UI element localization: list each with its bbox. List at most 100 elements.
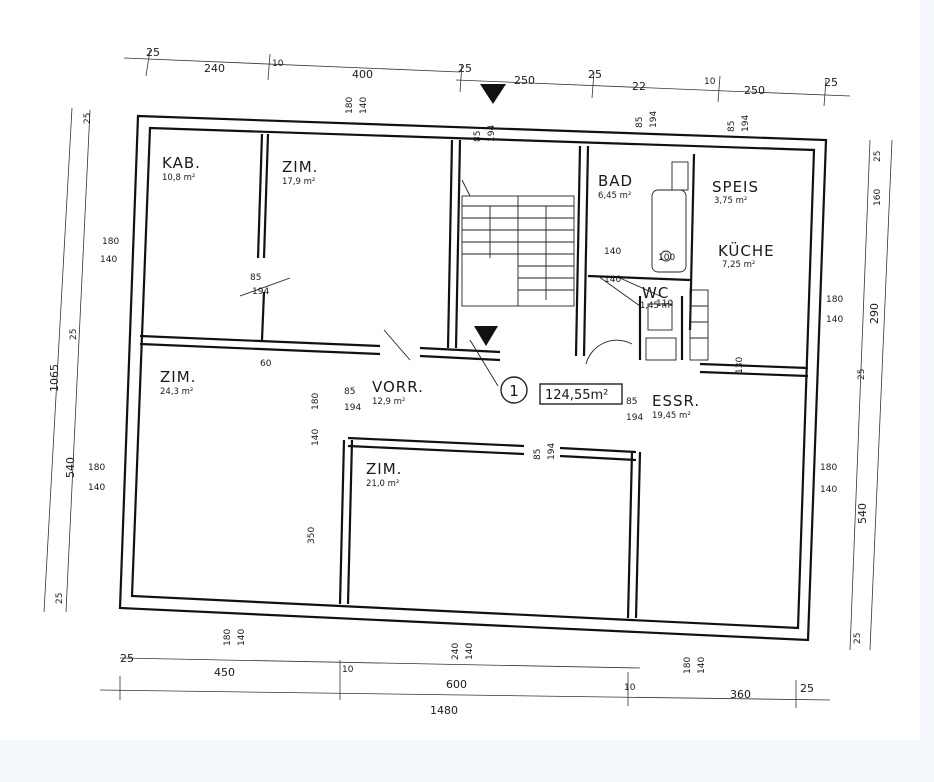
dims-bottom: 25 450 10 600 10 360 25 1480 [120, 652, 814, 717]
bathroom-fixtures [585, 161, 709, 365]
dim-top-5: 250 [514, 74, 535, 87]
dim-right-2: 180 [826, 295, 843, 305]
dim-int-14: 85 [626, 397, 637, 407]
total-area: 124,55m² [545, 388, 608, 403]
dim-top-inner-6: 85 [727, 121, 737, 132]
dim-int-0: 85 [250, 273, 261, 283]
unit-marker: 1 [500, 376, 528, 404]
dim-left-6: 180 [88, 463, 105, 473]
dim-int-6: 85 [533, 449, 543, 460]
dims-top: 25 240 10 400 25 250 25 22 10 250 25 [146, 46, 838, 97]
dim-int-8: 350 [307, 527, 317, 544]
dim-int-7: 194 [547, 443, 557, 460]
dim-bottom-5: 360 [730, 688, 751, 701]
dim-int-13: 110 [656, 299, 673, 309]
dim-left-8: 25 [55, 593, 65, 604]
dim-top-inner-3: 194 [487, 125, 497, 142]
dim-int-2: 85 [344, 387, 355, 397]
dim-right-4: 290 [868, 303, 881, 324]
room-label-kueche: KÜCHE [718, 241, 775, 260]
dim-right-9: 25 [853, 633, 863, 644]
door-swings [239, 277, 661, 387]
dim-int-3: 194 [344, 403, 361, 413]
dim-right-7: 140 [820, 485, 837, 495]
dim-int-10: 140 [604, 247, 621, 257]
dim-bottom-inner-0: 180 [223, 629, 233, 646]
dim-left-7: 140 [88, 483, 105, 493]
dim-left-0: 25 [83, 113, 93, 124]
outer-walls [118, 114, 828, 642]
room-label-zim-3: ZIM. [366, 460, 402, 478]
dim-top-4: 25 [458, 62, 472, 75]
dim-top-inner-4: 85 [635, 117, 645, 128]
dim-top-inner-0: 180 [345, 97, 355, 114]
dim-bottom-inner-5: 140 [697, 657, 707, 674]
dim-bottom-6: 25 [800, 682, 814, 695]
dim-top-0: 25 [146, 46, 160, 59]
dim-left-4: 25 [69, 329, 79, 340]
dimension-lines [43, 49, 893, 708]
room-area-vorr: 12,9 m² [372, 397, 405, 407]
floor-plan-drawing: KAB. 10,8 m² ZIM. 17,9 m² BAD 6,45 m² SP… [43, 46, 893, 717]
dim-top-2: 10 [272, 59, 284, 69]
room-label-bad: BAD [598, 172, 633, 190]
room-area-speis: 3,75 m² [714, 196, 747, 206]
room-area-wc: 1,45 m² [640, 301, 673, 311]
room-label-essr: ESSR. [652, 392, 700, 410]
plan-sheet: KAB. 10,8 m² ZIM. 17,9 m² BAD 6,45 m² SP… [0, 0, 920, 740]
dims-left: 25 1065 180 140 25 540 180 140 25 [48, 113, 119, 604]
dim-right-0: 25 [873, 151, 883, 162]
dim-int-1: 194 [252, 287, 269, 297]
dim-bottom-3: 600 [446, 678, 467, 691]
dim-bottom-inner-4: 180 [683, 657, 693, 674]
dim-right-8: 540 [856, 503, 869, 524]
dim-top-6: 25 [588, 68, 602, 81]
room-area-zim-2: 24,3 m² [160, 387, 193, 397]
room-area-bad: 6,45 m² [598, 191, 631, 201]
dims-bottom-inner: 180 140 240 140 180 140 [223, 629, 707, 674]
dim-int-4: 180 [311, 393, 321, 410]
dim-int-12: 140 [604, 275, 621, 285]
dim-right-5: 25 [857, 369, 867, 380]
dim-bottom-inner-2: 240 [451, 643, 461, 660]
dim-left-1: 1065 [48, 364, 61, 392]
level-markers [474, 84, 506, 346]
room-area-zim-3: 21,0 m² [366, 479, 399, 489]
room-label-zim-1: ZIM. [282, 158, 318, 176]
dims-top-inner: 180 140 85 194 85 194 85 194 [345, 97, 751, 142]
dim-bottom-0: 25 [120, 652, 134, 665]
dim-bottom-2: 10 [342, 665, 354, 675]
room-label-zim-2: ZIM. [160, 368, 196, 386]
room-area-essr: 19,45 m² [652, 411, 691, 421]
dim-right-6: 180 [820, 463, 837, 473]
dim-top-inner-5: 194 [649, 111, 659, 128]
dim-bottom-1: 450 [214, 666, 235, 679]
dim-top-9: 250 [744, 84, 765, 97]
dim-right-1: 160 [873, 189, 883, 206]
dim-top-8: 10 [704, 77, 716, 87]
total-area-box: 124,55m² [539, 383, 623, 405]
staircase [461, 179, 575, 307]
dim-bottom-inner-3: 140 [465, 643, 475, 660]
room-label-kab: KAB. [162, 154, 201, 172]
room-label-vorr: VORR. [372, 378, 424, 396]
dim-top-inner-1: 140 [359, 97, 369, 114]
dim-right-3: 140 [826, 315, 843, 325]
dim-top-3: 400 [352, 68, 373, 81]
dim-int-15: 194 [626, 413, 643, 423]
dim-bottom-inner-1: 140 [237, 629, 247, 646]
room-area-kab: 10,8 m² [162, 173, 195, 183]
room-area-zim-1: 17,9 m² [282, 177, 315, 187]
dim-top-inner-2: 85 [473, 131, 483, 142]
dims-interior: 85 194 85 194 180 140 85 194 350 60 140 … [250, 247, 745, 544]
dim-bottom-4: 10 [624, 683, 636, 693]
dim-left-3: 140 [100, 255, 117, 265]
dim-top-10: 25 [824, 76, 838, 89]
dim-int-11: 100 [658, 253, 675, 263]
unit-number: 1 [509, 382, 519, 400]
dim-left-5: 540 [64, 457, 77, 478]
interior-walls [139, 133, 809, 619]
dim-left-2: 180 [102, 237, 119, 247]
dim-top-1: 240 [204, 62, 225, 75]
room-label-wc: WC [642, 284, 669, 302]
